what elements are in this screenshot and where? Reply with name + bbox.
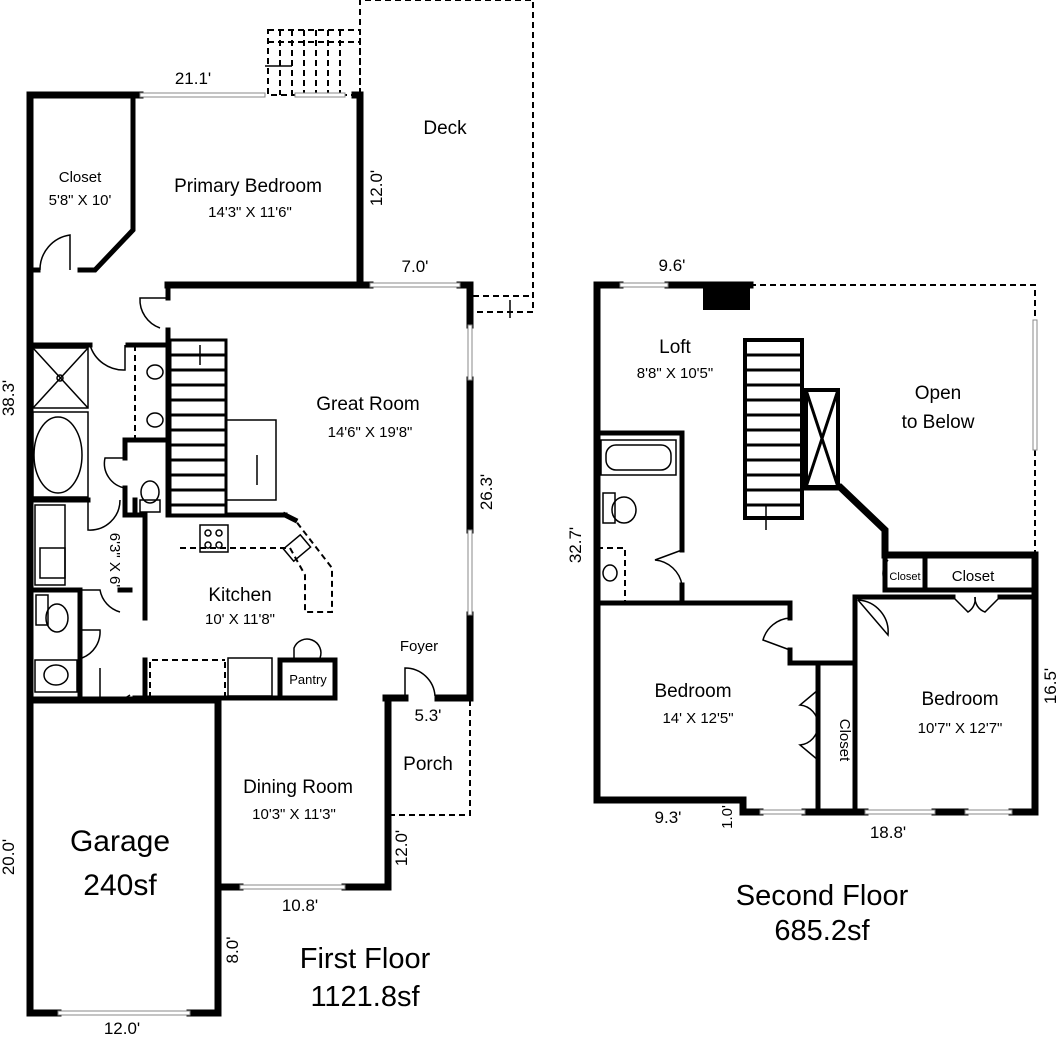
dim-deck-bottom: 7.0' [402,257,429,276]
dim-garage-bottom: 12.0' [104,1019,140,1038]
bedroom-right-label: Bedroom [921,689,998,710]
second-floor-bath-fixtures [597,439,677,603]
dim-first-right: 26.3' [477,474,496,510]
first-floor-stairs [168,338,277,517]
dim-second-right: 16.5' [1041,668,1060,704]
laundry-dims: 6'3" X 6' [106,533,123,588]
first-floor-title: First Floor [300,943,431,975]
great-room-label: Great Room [316,394,419,415]
porch-outline [388,700,471,816]
open-to-below-line1: Open [915,383,961,404]
second-floor-doors [654,549,1001,761]
garage-label: Garage [70,825,170,858]
closet-label: Closet [59,169,102,186]
right-closet-label: Closet [952,568,995,585]
second-floor-stairs [743,338,840,530]
first-floor-plan: Closet 5'8" X 10' Primary Bedroom 14'3" … [0,0,534,1038]
primary-bath-fixtures [32,345,164,693]
great-room-dims: 14'6" X 19'8" [328,424,413,441]
open-to-below-line2: to Below [902,412,975,433]
dim-second-bottom-right: 18.8' [870,823,906,842]
dim-first-top: 21.1' [175,69,211,88]
dim-porch-side: 12.0' [392,830,411,866]
dim-dining-bottom: 10.8' [282,896,318,915]
bedroom-left-dims: 14' X 12'5" [662,710,733,727]
garage-area: 240sf [83,869,157,902]
dim-garage-right: 8.0' [223,937,242,964]
dim-deck-side: 12.0' [367,170,386,206]
dim-foyer-width: 5.3' [415,706,442,725]
second-floor-plan: Loft 8'8" X 10'5" Open to Below Closet C… [566,256,1060,947]
first-floor-area: 1121.8sf [310,981,420,1013]
deck-outline [265,0,534,318]
foyer-label: Foyer [400,638,438,655]
vertical-closet-label: Closet [836,719,853,762]
closet-dims: 5'8" X 10' [49,192,112,209]
bedroom-left-label: Bedroom [654,681,731,702]
porch-label: Porch [403,754,453,775]
dim-first-left: 38.3' [0,380,18,416]
dim-second-top: 9.6' [659,256,686,275]
second-floor-title: Second Floor [736,880,909,912]
second-floor-interior-walls [594,430,1038,815]
second-floor-walls [593,281,1039,816]
first-floor-doors [39,234,436,702]
small-closet-label: Closet [889,571,920,583]
dim-garage-left: 20.0' [0,839,18,875]
open-to-below-outline [750,284,1036,555]
dining-room-dims: 10'3" X 11'3" [252,806,336,823]
primary-bedroom-label: Primary Bedroom [174,176,322,197]
dim-second-left: 32.7' [566,527,585,563]
deck-label: Deck [423,118,467,139]
dining-room-label: Dining Room [243,777,353,798]
second-floor-area: 685.2sf [774,915,870,947]
kitchen-dims: 10' X 11'8" [205,611,275,628]
dim-second-bottom-step: 1.0' [719,805,736,829]
kitchen-counters [149,519,333,698]
kitchen-label: Kitchen [208,585,271,606]
bedroom-right-dims: 10'7" X 12'7" [918,720,1003,737]
first-floor-walls [26,91,474,1017]
first-floor-windows [57,92,473,1016]
loft-label: Loft [659,337,691,358]
loft-dims: 8'8" X 10'5" [637,365,713,382]
second-floor-windows [619,282,1013,815]
pantry-label: Pantry [289,672,327,687]
primary-bedroom-dims: 14'3" X 11'6" [208,204,292,221]
dim-second-bottom-left: 9.3' [655,808,682,827]
